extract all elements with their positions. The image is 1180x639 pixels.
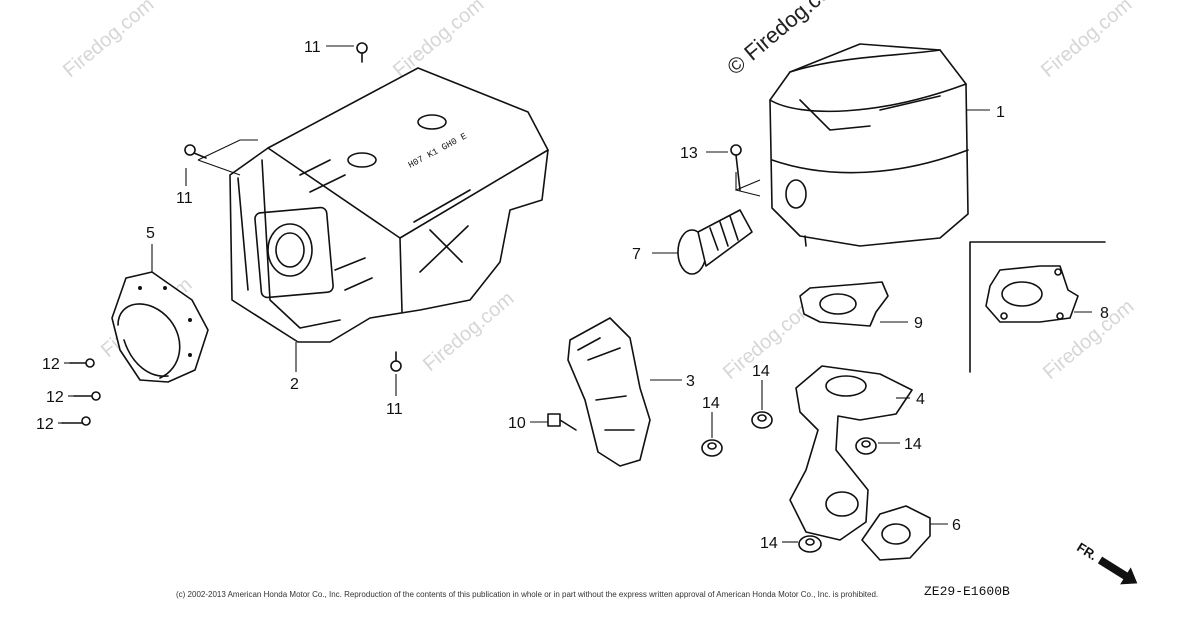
- callout-2: 2: [290, 376, 299, 393]
- callout-13: 13: [680, 145, 698, 162]
- bolt-12-3: [61, 416, 91, 426]
- bolt-10: [547, 413, 577, 431]
- callout-11: 11: [304, 39, 321, 56]
- callout-12: 12: [42, 356, 60, 373]
- callout-12: 12: [36, 416, 54, 433]
- callout-14: 14: [904, 436, 922, 453]
- part-6-gasket: [861, 505, 931, 561]
- callout-10: 10: [508, 415, 526, 432]
- part-8-gasket-inset: [969, 241, 1106, 373]
- part-5-end-cap: [111, 271, 209, 383]
- bolt-11-top: [356, 42, 368, 63]
- watermark-text: Firedog.com: [1037, 0, 1136, 82]
- diagram-code: ZE29-E1600B: [924, 584, 1010, 599]
- nut-14-a: [701, 439, 723, 457]
- part-9-gasket: [799, 281, 889, 327]
- part-3-muffler-bracket: [567, 317, 651, 467]
- hardware: [61, 42, 877, 553]
- callout-7: 7: [632, 246, 641, 263]
- bolt-13: [730, 144, 742, 191]
- nut-14-b: [751, 411, 773, 429]
- callout-labels: 11 11 11 5 2 12 12 12 1 13 7 8 9 3 4 10 …: [36, 39, 1109, 552]
- part-4-exhaust-pipe: [789, 365, 913, 541]
- bolt-11-left: [184, 144, 207, 159]
- bolt-12-2: [73, 391, 101, 401]
- part-7-tail-pipe: [677, 209, 753, 275]
- copyright-notice: (c) 2002-2013 American Honda Motor Co., …: [176, 590, 878, 599]
- bolt-12-1: [69, 358, 95, 368]
- callout-6: 6: [952, 517, 961, 534]
- nut-14-d: [798, 535, 822, 553]
- callout-1: 1: [996, 104, 1005, 121]
- bolt-11-mid: [390, 351, 402, 372]
- front-arrow-icon: [1097, 556, 1138, 585]
- fr-label: FR.: [1074, 539, 1100, 563]
- callout-5: 5: [146, 225, 155, 242]
- part-1-muffler: [769, 43, 969, 247]
- callout-11: 11: [176, 190, 193, 207]
- watermark-text: Firedog.com: [59, 0, 158, 82]
- nut-14-c: [855, 437, 877, 455]
- callout-14: 14: [752, 363, 770, 380]
- callout-14: 14: [702, 395, 720, 412]
- part-2-muffler-protector: H07 K1 GH0 E: [229, 67, 549, 343]
- callout-14: 14: [760, 535, 778, 552]
- leader-lines: [58, 45, 1092, 543]
- callout-9: 9: [914, 315, 923, 332]
- watermark-text: Firedog.com: [389, 0, 488, 82]
- callout-8: 8: [1100, 305, 1109, 322]
- callout-12: 12: [46, 389, 64, 406]
- front-direction-indicator: FR.: [1074, 539, 1138, 585]
- callout-4: 4: [916, 391, 925, 408]
- callout-3: 3: [686, 373, 695, 390]
- callout-11: 11: [386, 401, 403, 418]
